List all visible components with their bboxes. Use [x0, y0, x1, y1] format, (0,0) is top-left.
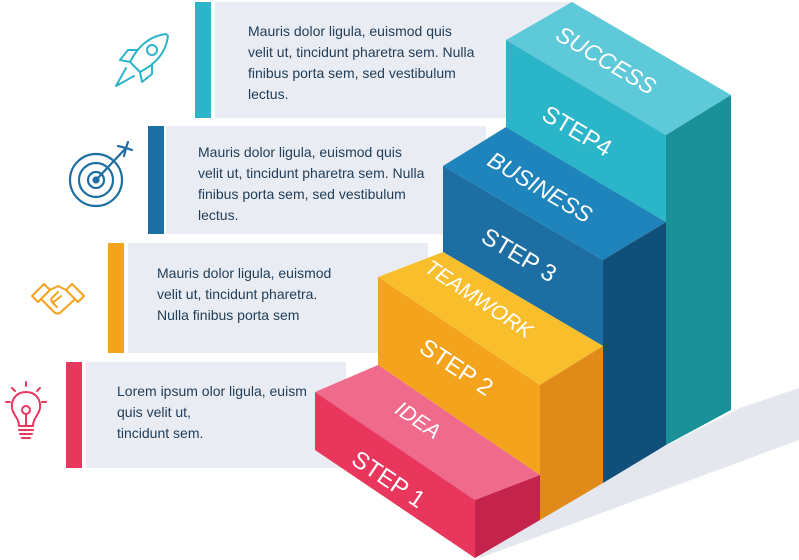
step4-text-line: velit ut, tincidunt pharetra sem. Nulla — [248, 44, 475, 60]
step4-side-face — [666, 95, 731, 445]
handshake-icon — [28, 270, 88, 335]
step2-description: Mauris dolor ligula, euismod velit ut, t… — [157, 263, 331, 326]
step4-description: Mauris dolor ligula, euismod quis velit … — [248, 21, 474, 105]
step1-text-line: Lorem ipsum olor ligula, euism — [117, 383, 307, 399]
step3-front-face — [443, 166, 603, 346]
step3-text-line: finibus porta sem, sed vestibulum — [198, 186, 406, 202]
step2-front-face — [378, 277, 540, 475]
step1-color-bar — [66, 362, 82, 468]
step2-text-line: Mauris dolor ligula, euismod — [157, 265, 332, 281]
step1-text-line: quis velit ut, — [117, 404, 191, 420]
step1-text-line: tincidunt sem. — [117, 425, 204, 441]
step4-text-line: Mauris dolor ligula, euismod quis — [248, 23, 452, 39]
step2-text-line: Nulla finibus porta sem — [157, 307, 300, 323]
step4-top-face — [506, 2, 731, 135]
step1-text-panel — [86, 362, 346, 468]
step3-text-line: Mauris dolor ligula, euismod quis — [198, 144, 402, 160]
step1-description: Lorem ipsum olor ligula, euism quis veli… — [117, 381, 307, 444]
target-icon — [66, 138, 138, 215]
step2-color-bar — [108, 243, 124, 353]
rocket-icon — [110, 28, 174, 97]
step3-top-face — [443, 127, 666, 260]
step4-front-face — [506, 40, 666, 222]
step4-text-line: lectus. — [248, 86, 289, 102]
step3-text-line: lectus. — [198, 207, 239, 223]
step3-color-bar — [148, 126, 164, 234]
step4-text-line: finibus porta sem, sed vestibulum — [248, 65, 456, 81]
staircase-shadow — [480, 388, 799, 558]
step1-front-face — [315, 392, 475, 558]
step4-color-bar — [195, 2, 211, 118]
step2-top-face — [378, 252, 603, 385]
step1-side-face — [475, 475, 540, 558]
step3-text-line: velit ut, tincidunt pharetra sem. Nulla — [198, 165, 425, 181]
step3-side-face — [603, 222, 666, 483]
step2-side-face — [540, 346, 603, 520]
step3-text-panel — [166, 126, 486, 234]
step3-description: Mauris dolor ligula, euismod quis velit … — [198, 142, 424, 226]
step2-text-line: velit ut, tincidunt pharetra. — [157, 286, 318, 302]
lightbulb-icon — [4, 380, 48, 455]
step1-top-face — [315, 365, 540, 500]
